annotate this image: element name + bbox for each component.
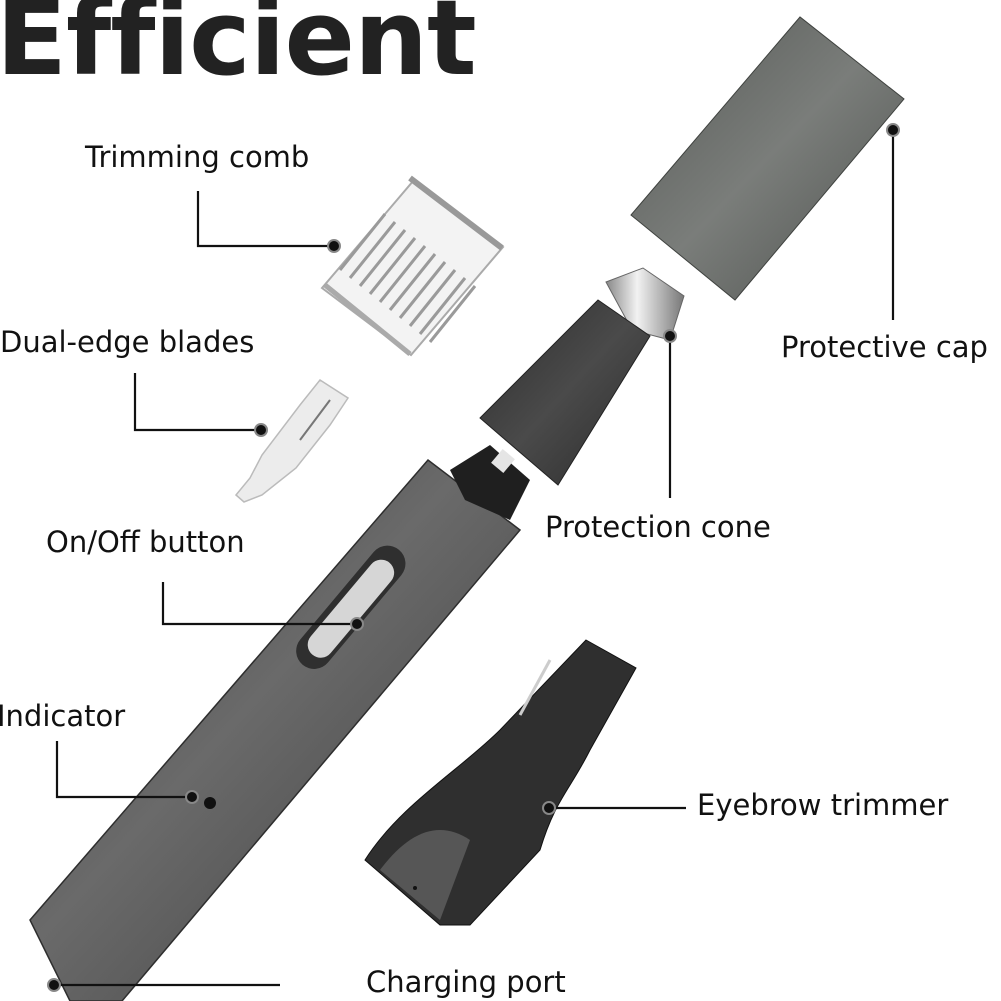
eyebrow-trimmer-part [364,639,637,926]
label-indicator: Indicator [0,699,126,733]
protective-cap-part [630,16,905,301]
main-body-part [29,445,530,1001]
dual-edge-blades-part [234,379,350,503]
protection-cone-part [479,267,685,486]
trimming-comb-part [320,175,505,357]
callout-dots [47,123,900,992]
label-eyebrow-trimmer: Eyebrow trimmer [697,788,949,822]
label-protective-cap: Protective cap [781,330,988,364]
label-charging-port: Charging port [366,965,566,999]
label-protection-cone: Protection cone [545,510,771,544]
callout-lines [54,132,895,987]
label-on-off-button: On/Off button [46,525,245,559]
label-dual-edge-blades: Dual-edge blades [0,325,255,359]
headline-title: Efficient [0,0,477,99]
label-trimming-comb: Trimming comb [85,140,310,174]
